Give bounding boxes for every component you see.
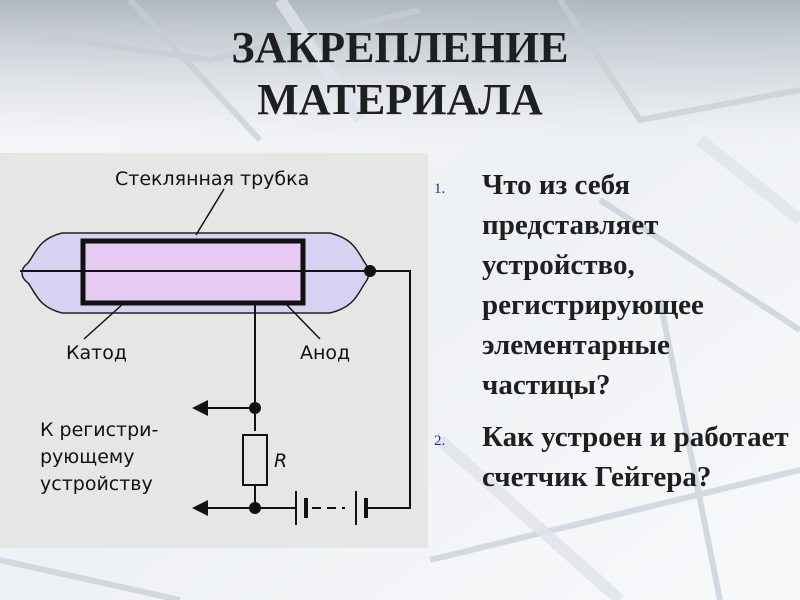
battery	[295, 491, 370, 525]
diagram-panel	[0, 153, 428, 548]
cathode-leader	[83, 302, 125, 340]
cathode-label: Катод	[66, 342, 127, 364]
recorder-label-line-3: устройству	[40, 473, 153, 495]
anode-label: Анод	[300, 342, 350, 364]
question-text: Как устроен и работает счетчик Гейгера?	[482, 421, 789, 493]
anode-leader	[284, 302, 321, 340]
tube-label: Стеклянная трубка	[115, 168, 309, 190]
output-arrow-bottom	[192, 500, 208, 516]
tube-leader	[195, 188, 225, 236]
question-number: 1.	[434, 181, 446, 197]
geiger-counter-diagram: R Стеклянная трубка Катод Анод К регистр…	[0, 153, 428, 548]
question-item-2: 2. Как устроен и работает счетчик Гейгер…	[434, 417, 794, 497]
output-arrow-top	[192, 400, 208, 416]
questions-list: 1. Что из себя представляет устройство, …	[434, 165, 794, 509]
question-text: Что из себя представляет устройство, рег…	[482, 169, 704, 401]
slide-title: ЗАКРЕПЛЕНИЕ МАТЕРИАЛА	[0, 22, 800, 126]
question-item-1: 1. Что из себя представляет устройство, …	[434, 165, 794, 405]
right-wire	[370, 270, 411, 509]
recorder-label-line-2: рующему	[40, 446, 134, 468]
resistor-label: R	[274, 450, 287, 472]
recorder-label-line-1: К регистри-	[40, 419, 158, 441]
question-number: 2.	[434, 433, 446, 449]
title-line-1: ЗАКРЕПЛЕНИЕ	[231, 23, 569, 72]
title-line-2: МАТЕРИАЛА	[257, 75, 543, 124]
